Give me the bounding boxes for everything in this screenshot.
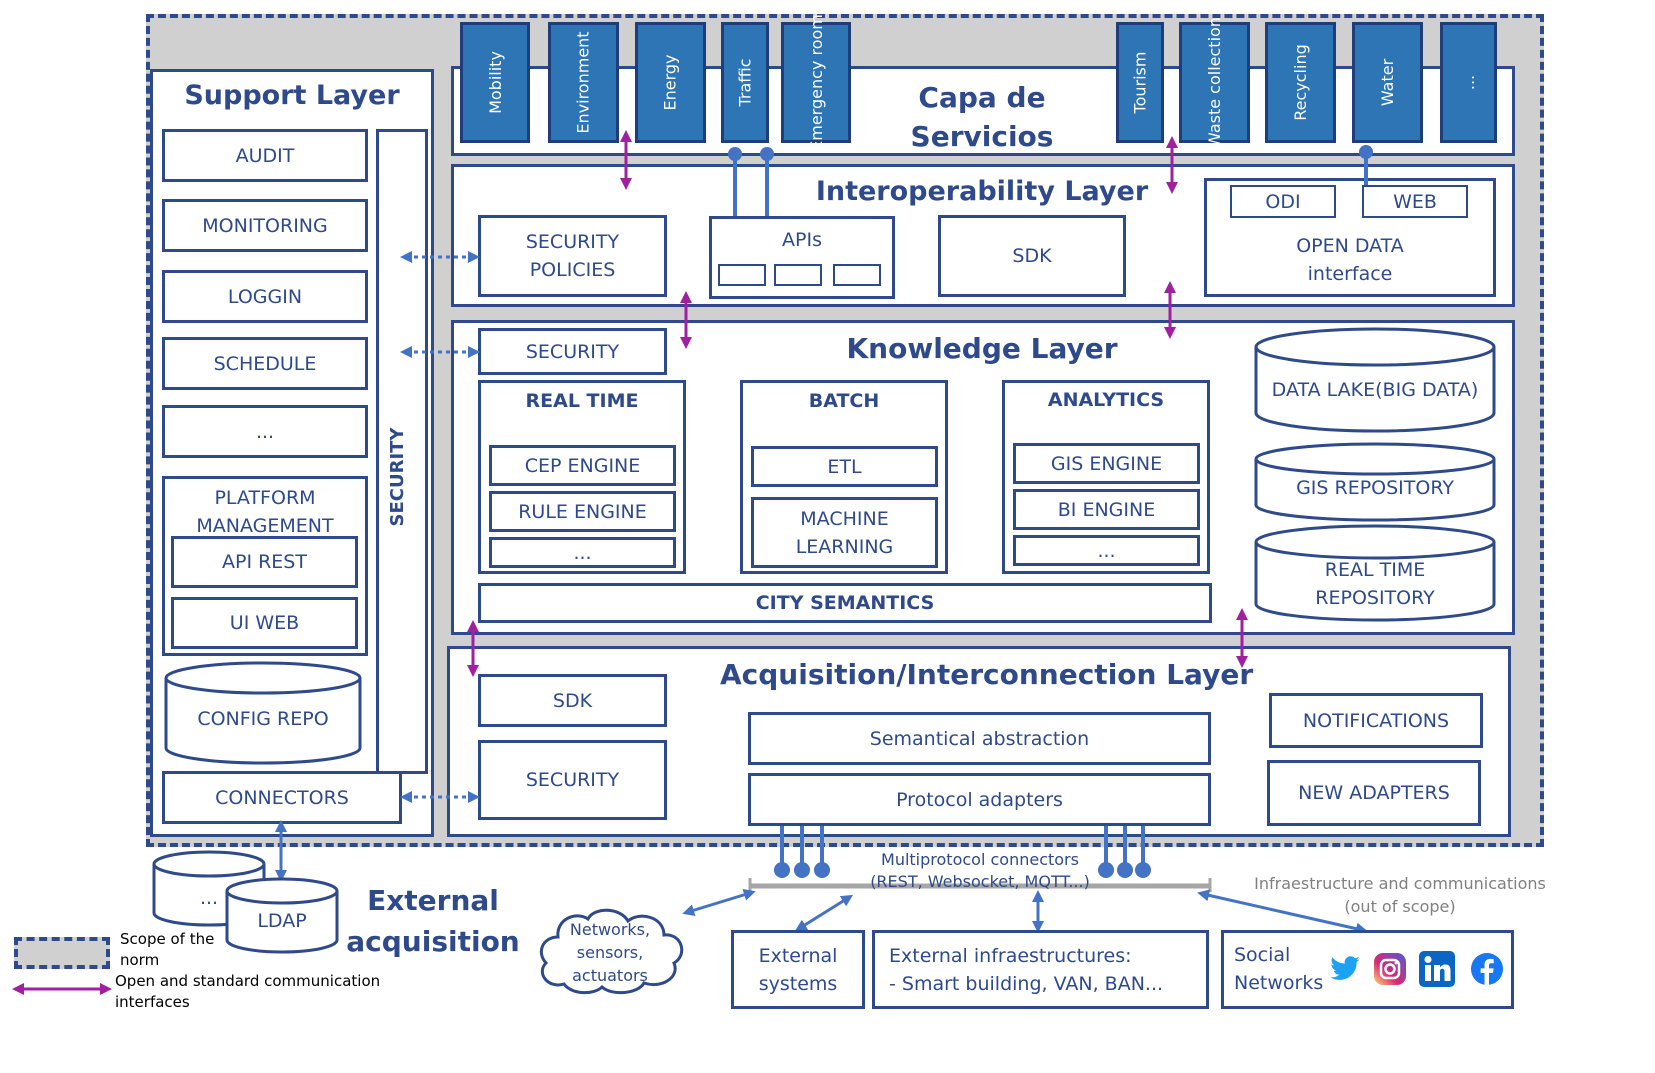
service-more[interactable]: ... [1440,22,1497,143]
support-security-bar [376,129,428,774]
support-more-box: ... [162,405,368,458]
rule-engine-box: RULE ENGINE [489,491,676,532]
linkedin-icon [1418,950,1456,988]
service-emergency-room[interactable]: Emergency room [781,14,851,151]
service-mobility[interactable]: Mobility [460,22,530,143]
social-networks-label: Social Networks [1234,944,1324,994]
machine-learning-box: MACHINE LEARNING [751,497,938,568]
external-systems-box: External systems [731,930,865,1009]
legend-scope-swatch [14,937,110,969]
analytics-more-box: ... [1013,535,1200,566]
legend-interfaces-label: Open and standard communication interfac… [115,972,381,1011]
web-box: WEB [1362,185,1468,218]
networks-label: Networks, sensors, actuators [569,920,651,985]
service-tourism[interactable]: Tourism [1116,22,1164,143]
new-adapters-box: NEW ADAPTERS [1267,760,1481,826]
external-infrastructures-box: External infraestructures: - Smart build… [872,930,1209,1009]
real-time-repository-label: REAL TIME REPOSITORY [1315,559,1435,609]
instagram-icon [1373,952,1407,986]
protocol-adapters-box: Protocol adapters [748,773,1211,826]
schedule-box: SCHEDULE [162,337,368,390]
service-water[interactable]: Water [1352,22,1423,143]
external-acquisition-title: External acquisition [346,884,520,958]
facebook-icon [1470,952,1504,986]
security-policies-box: SECURITY POLICIES [478,215,667,297]
api-slot-3 [833,264,881,286]
gis-repository-cylinder: GIS REPOSITORY [1253,441,1497,523]
real-time-more-box: ... [489,537,676,568]
service-energy[interactable]: Energy [635,22,706,143]
service-recycling[interactable]: Recycling [1265,22,1336,143]
ldap-label: LDAP [257,910,307,932]
protocol-pin-2 [794,862,810,878]
knowledge-layer-title: Knowledge Layer [846,332,1118,365]
protocol-pin-1 [774,862,790,878]
odi-box: ODI [1230,185,1336,218]
config-repo-cylinder: CONFIG REPO [163,660,363,766]
interop-sdk-box: SDK [938,215,1126,297]
knowledge-security-box: SECURITY [478,328,667,375]
batch-label: BATCH [808,390,880,412]
acquisition-sdk-box: SDK [478,674,667,727]
infrastructure-label: Infraestructure and communications (out … [1254,874,1546,916]
twitter-icon [1327,953,1363,985]
real-time-repository-cylinder: REAL TIME REPOSITORY [1253,524,1497,624]
arrow-external-systems [794,894,854,932]
arrow-networks [682,889,756,916]
service-environment[interactable]: Environment [548,22,619,143]
multiprotocol-label: Multiprotocol connectors (REST, Websocke… [870,850,1090,891]
acquisition-security-box: SECURITY [478,740,667,820]
bi-engine-box: BI ENGINE [1013,489,1200,530]
legend-scope-label: Scope of the norm [120,930,215,969]
support-security-label: SECURITY [387,427,408,527]
audit-box: AUDIT [162,129,368,182]
service-waste-collection[interactable]: Waste collection [1179,17,1250,148]
cep-engine-box: CEP ENGINE [489,445,676,486]
monitoring-box: MONITORING [162,199,368,252]
connectors-box: CONNECTORS [162,771,402,824]
open-data-label: OPEN DATA interface [1296,235,1404,285]
data-lake-label: DATA LAKE(BIG DATA) [1271,379,1479,401]
ui-web-box: UI WEB [171,597,358,649]
analytics-label: ANALYTICS [1047,389,1165,411]
semantical-abstraction-box: Semantical abstraction [748,712,1211,765]
interoperability-layer-title: Interoperability Layer [815,176,1149,207]
support-layer-title: Support Layer [184,80,400,111]
platform-management-label: PLATFORM MANAGEMENT [196,487,334,537]
api-rest-box: API REST [171,536,358,588]
apis-label: APIs [782,229,822,251]
config-repo-label: CONFIG REPO [197,708,329,730]
ldap-cylinder: LDAP [224,877,340,955]
etl-box: ETL [751,446,938,487]
service-traffic[interactable]: Traffic [721,22,769,143]
real-time-label: REAL TIME [525,390,639,412]
loggin-box: LOGGIN [162,270,368,323]
api-slot-1 [718,264,766,286]
social-networks-box [1221,930,1514,1009]
city-semantics-box: CITY SEMANTICS [478,583,1212,623]
notifications-box: NOTIFICATIONS [1269,693,1483,748]
gis-repository-label: GIS REPOSITORY [1296,477,1454,499]
external-more-label: ... [199,887,219,909]
api-slot-2 [774,264,822,286]
networks-cloud [528,897,694,997]
data-lake-cylinder: DATA LAKE(BIG DATA) [1253,325,1497,435]
acquisition-layer-title: Acquisition/Interconnection Layer [720,658,1254,691]
gis-engine-box: GIS ENGINE [1013,443,1200,484]
